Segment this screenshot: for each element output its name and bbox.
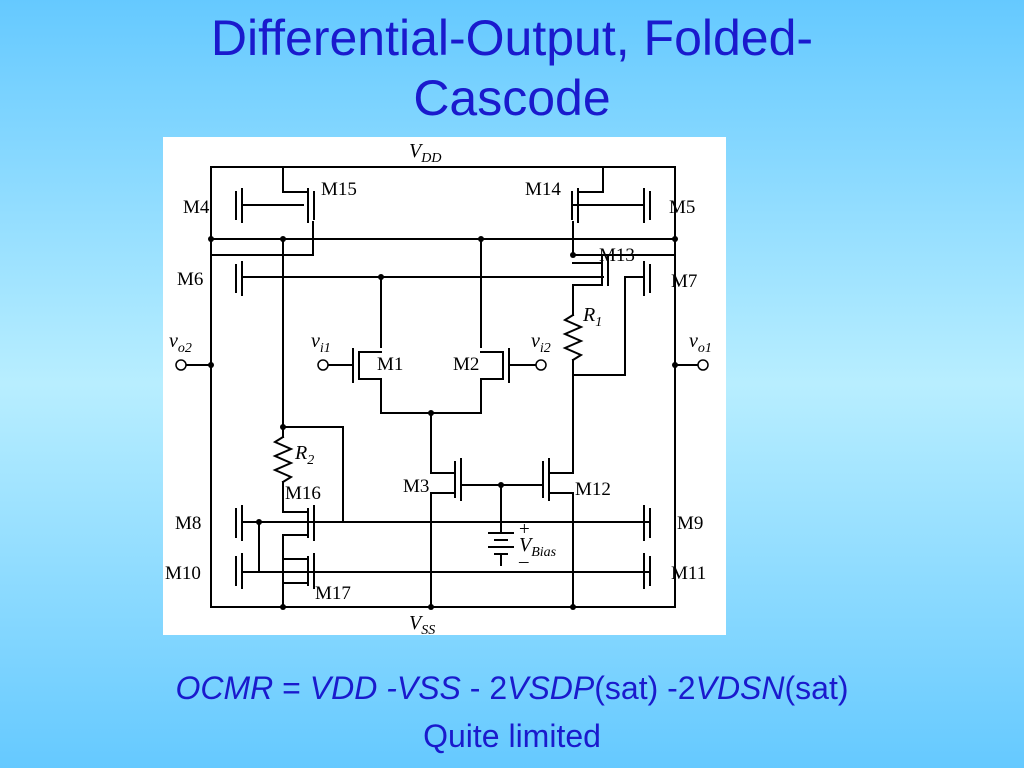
formula-equals: =: [273, 670, 310, 706]
label-vo2: vo2: [169, 330, 192, 356]
vss-label: VSS: [409, 612, 435, 635]
circuit-schematic: VDD VSS M4 M15 M14 M5 M13 M6 M7 M1 M2 M3…: [165, 140, 712, 635]
label-m12: M12: [575, 479, 611, 500]
label-vi2: vi2: [531, 330, 551, 356]
label-m14: M14: [525, 179, 561, 200]
label-m7: M7: [671, 271, 697, 292]
vbias-plus: +: [519, 519, 530, 540]
label-m6: M6: [177, 269, 203, 290]
label-m1: M1: [377, 354, 403, 375]
formula-ocmr: OCMR: [175, 670, 274, 706]
label-m4: M4: [183, 197, 210, 218]
formula-sat-a: (sat) -2: [594, 670, 696, 706]
vbias-minus: –: [518, 551, 529, 572]
label-vbias: VBias: [519, 534, 557, 560]
label-m9: M9: [677, 513, 703, 534]
circuit-diagram: VDD VSS M4 M15 M14 M5 M13 M6 M7 M1 M2 M3…: [163, 137, 726, 635]
label-m8: M8: [175, 513, 201, 534]
label-m2: M2: [453, 354, 479, 375]
formula-sat-b: (sat): [784, 670, 849, 706]
label-m10: M10: [165, 563, 201, 584]
label-m13: M13: [599, 245, 635, 266]
label-vo1: vo1: [689, 330, 712, 356]
label-m3: M3: [403, 476, 429, 497]
label-m16: M16: [285, 483, 321, 504]
formula-vss: -VSS: [377, 670, 461, 706]
formula-vdsn: VDSN: [695, 670, 785, 706]
label-m17: M17: [315, 583, 351, 604]
label-vi1: vi1: [311, 330, 331, 356]
formula-vdd: VDD: [309, 670, 378, 706]
ocmr-formula: OCMR = VDD -VSS - 2VSDP(sat) -2VDSN(sat): [0, 668, 1024, 708]
slide-title: Differential-Output, Folded- Cascode: [0, 8, 1024, 128]
label-r1: R1: [582, 304, 602, 330]
title-line-1: Differential-Output, Folded-: [210, 10, 814, 66]
formula-minus-2: - 2: [460, 670, 508, 706]
label-m11: M11: [671, 563, 706, 584]
formula-vsdp: VSDP: [507, 670, 595, 706]
title-line-2: Cascode: [413, 70, 611, 126]
caption: Quite limited: [423, 718, 601, 754]
label-m5: M5: [669, 197, 695, 218]
label-m15: M15: [321, 179, 357, 200]
label-r2: R2: [294, 442, 314, 468]
vdd-label: VDD: [409, 140, 441, 166]
